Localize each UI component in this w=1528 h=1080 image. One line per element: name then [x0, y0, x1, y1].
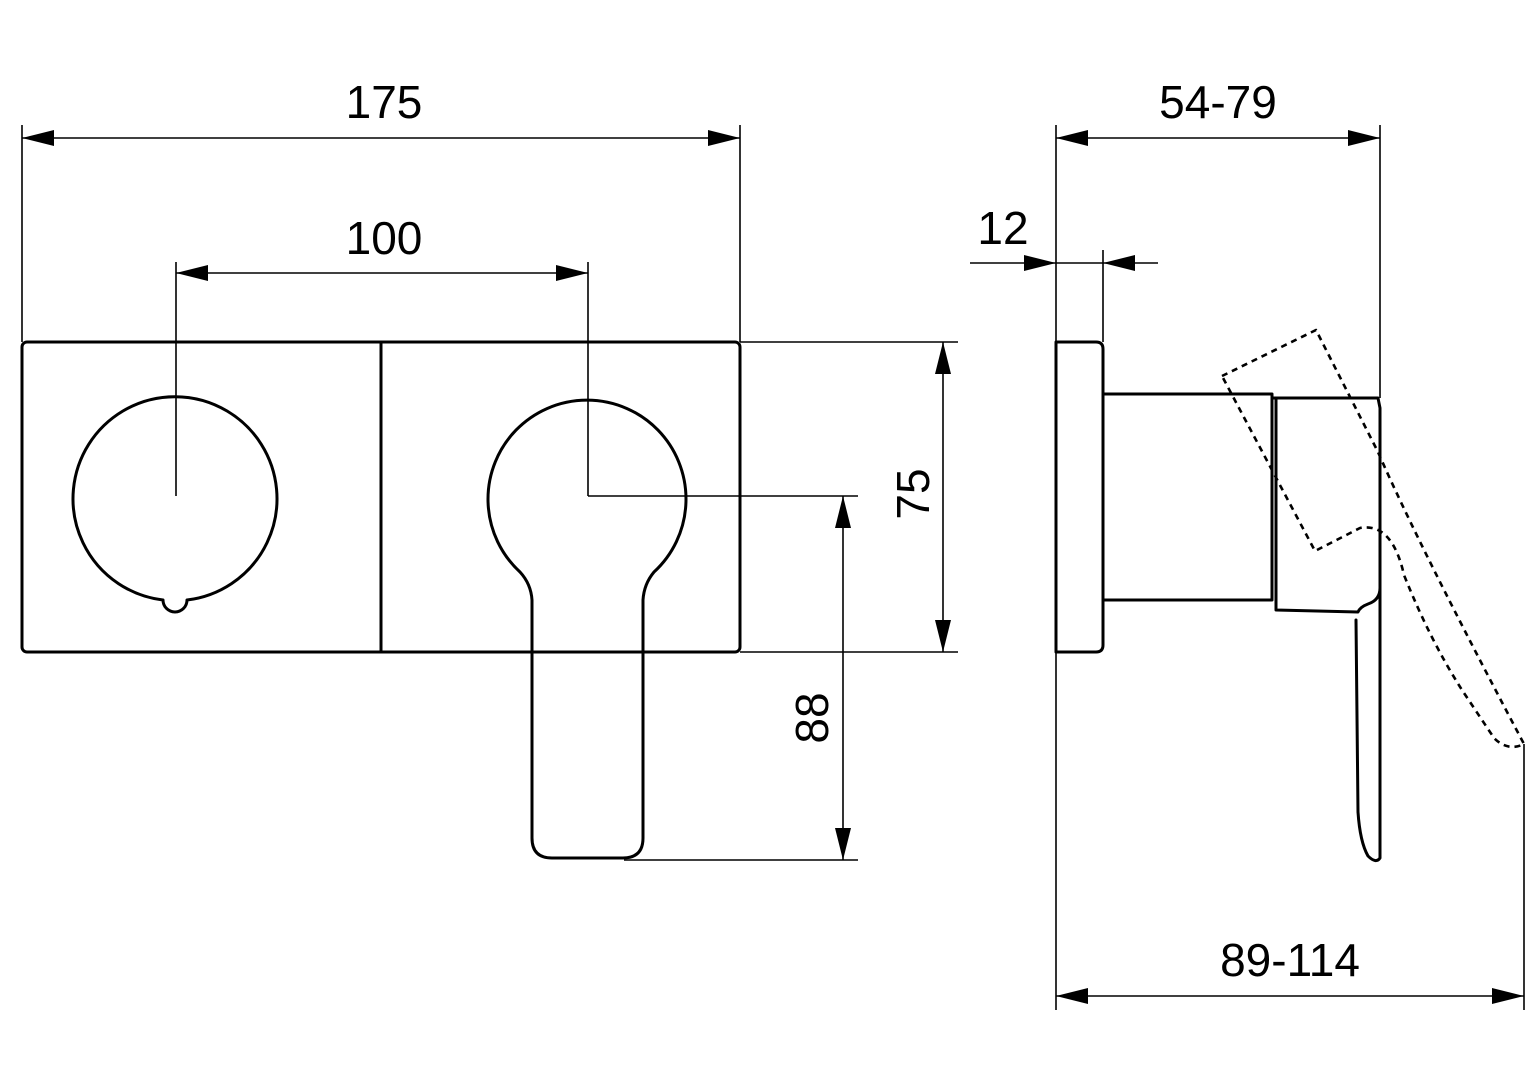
dim-label-175: 175 — [346, 76, 423, 128]
dim-label-12: 12 — [977, 202, 1028, 254]
front-view — [20, 340, 742, 860]
dim-label-54-79: 54-79 — [1159, 76, 1277, 128]
lever-handle — [486, 398, 688, 860]
dim-label-89-114: 89-114 — [1220, 934, 1360, 986]
side-view — [1054, 328, 1526, 863]
front-dimensions: 175 100 75 88 — [21, 76, 958, 861]
side-dimensions: 54-79 12 89-114 — [970, 76, 1525, 1010]
dim-label-88: 88 — [786, 692, 838, 743]
lever-rotated-dashed — [1220, 328, 1526, 749]
round-knob — [71, 395, 279, 614]
dim-label-75: 75 — [887, 468, 939, 519]
body-sleeve — [1101, 392, 1274, 602]
plate-profile — [1054, 340, 1105, 654]
side-lever — [1354, 586, 1382, 863]
dim-label-100: 100 — [346, 212, 423, 264]
